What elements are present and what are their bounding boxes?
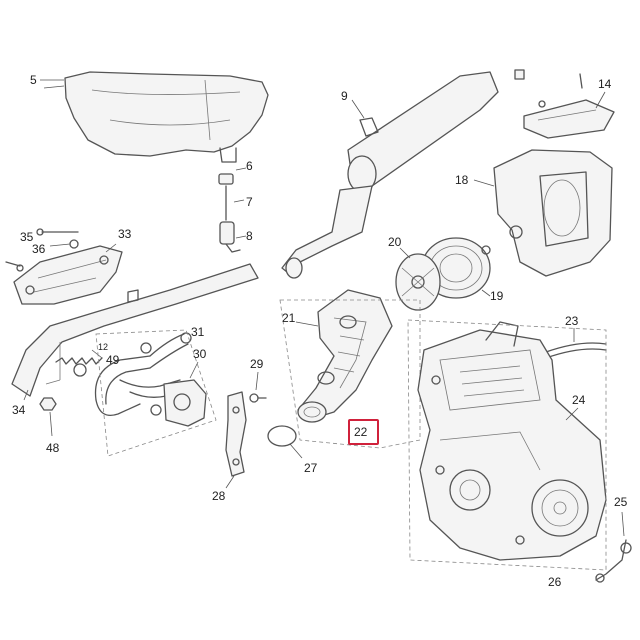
- muffler: [281, 71, 499, 279]
- bolts-35-36: [5, 228, 79, 272]
- hose-group-outline: [95, 329, 217, 457]
- label-26: 26: [548, 575, 562, 589]
- label-21: 21: [282, 311, 296, 325]
- label-23: 23: [565, 314, 579, 328]
- engine: [417, 321, 607, 561]
- bolt-29: [249, 371, 267, 403]
- label-25: 25: [614, 495, 628, 509]
- airbox: [473, 149, 613, 277]
- label-6: 6: [246, 159, 253, 173]
- label-20: 20: [388, 235, 402, 249]
- label-9: 9: [341, 89, 348, 103]
- airbox-lid: [514, 69, 615, 139]
- label-34: 34: [12, 403, 26, 417]
- engine-outline: [407, 319, 607, 571]
- nut-48: [39, 397, 57, 437]
- hose-clamp: [267, 425, 303, 459]
- label-7: 7: [246, 195, 253, 209]
- label-33: 33: [118, 227, 132, 241]
- part-labels: 5 6 7 8 9 12 14 18 19 20 21 22 23 24 25 …: [12, 73, 628, 589]
- label-19: 19: [490, 289, 504, 303]
- shift-lever: [595, 511, 632, 583]
- fuel-valve-parts: [218, 167, 247, 253]
- water-pump: [163, 361, 207, 427]
- exhaust-header: [11, 263, 259, 401]
- label-36: 36: [32, 242, 46, 256]
- cooling-hoses: [73, 332, 192, 417]
- intake-boot: [295, 289, 393, 423]
- label-8: 8: [246, 229, 253, 243]
- fuel-tank: [64, 71, 269, 163]
- exhaust-spring: [55, 357, 103, 365]
- label-31: 31: [191, 325, 205, 339]
- label-27: 27: [304, 461, 318, 475]
- heat-shield: [13, 243, 123, 305]
- label-28: 28: [212, 489, 226, 503]
- filter-holder: [395, 247, 441, 311]
- label-29: 29: [250, 357, 264, 371]
- highlight-box: [348, 419, 379, 445]
- label-18: 18: [455, 173, 469, 187]
- label-48: 48: [46, 441, 60, 455]
- label-24: 24: [572, 393, 586, 407]
- mounting-bracket: [225, 391, 247, 489]
- label-12: 12: [98, 342, 108, 352]
- label-49: 49: [106, 353, 120, 367]
- label-5: 5: [30, 73, 37, 87]
- label-22: 22: [354, 425, 368, 439]
- leader-lines: [40, 79, 65, 89]
- label-35: 35: [20, 230, 34, 244]
- label-14: 14: [598, 77, 612, 91]
- label-30: 30: [193, 347, 207, 361]
- hose-23: [545, 328, 607, 359]
